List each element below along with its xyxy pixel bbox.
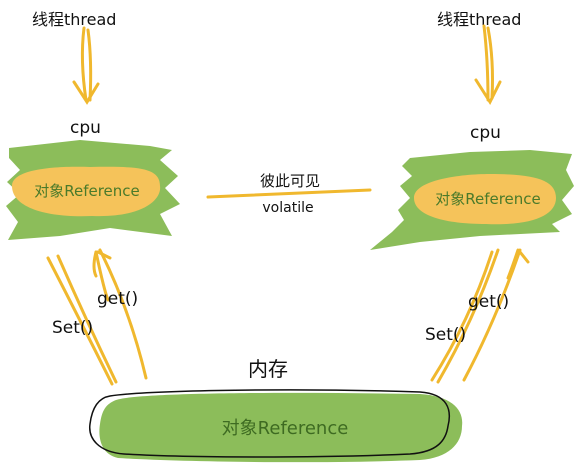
main-memory-block: 对象Reference: [89, 389, 463, 463]
memory-object-label: 对象Reference: [222, 418, 349, 439]
right-object-label: 对象Reference: [435, 190, 541, 208]
left-cpu-block: 对象Reference: [6, 140, 180, 240]
left-thread-to-cpu-arrow: [72, 26, 100, 105]
left-set-label: Set(): [52, 318, 93, 338]
left-get-set-arrows: [46, 248, 148, 386]
volatile-label: volatile: [262, 200, 313, 216]
left-cpu-orange-blob: [12, 166, 161, 217]
right-get-label: get(): [468, 292, 509, 312]
memory-outline: [89, 389, 450, 458]
memory-green-fill: [99, 392, 463, 463]
right-thread-to-cpu-arrow: [474, 24, 502, 106]
right-cpu-block: 对象Reference: [370, 150, 574, 250]
right-thread-label: 线程thread: [437, 10, 521, 29]
right-set-label: Set(): [425, 325, 466, 345]
left-get-label: get(): [97, 289, 138, 309]
memory-title: 内存: [248, 357, 288, 381]
right-cpu-label: cpu: [470, 123, 501, 143]
right-get-set-arrows: [430, 248, 530, 384]
right-cpu-orange-blob: [414, 174, 556, 225]
left-object-label: 对象Reference: [34, 182, 140, 200]
left-thread-label: 线程thread: [32, 10, 116, 29]
volatile-connector-line: [206, 188, 372, 199]
left-cpu-label: cpu: [70, 118, 101, 138]
visible-to-each-other-label: 彼此可见: [260, 172, 320, 190]
